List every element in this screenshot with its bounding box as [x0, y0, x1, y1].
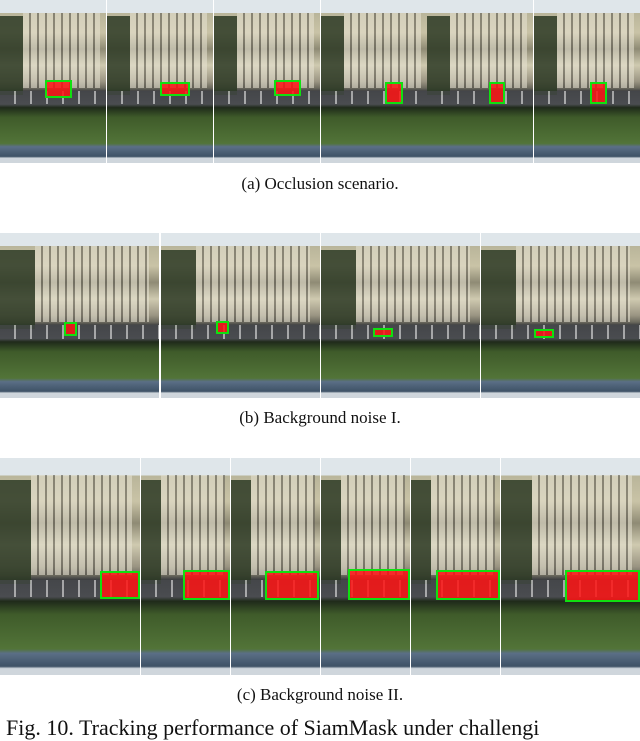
video-frame: [321, 0, 427, 163]
bldg: [195, 246, 311, 323]
trees: [0, 16, 24, 95]
video-frame: [481, 233, 640, 398]
bldg: [34, 246, 150, 323]
trees: [321, 479, 341, 584]
road: [214, 91, 320, 105]
caption-a: (a) Occlusion scenario.: [241, 174, 399, 193]
video-frame: [141, 458, 230, 675]
tracking-mask-box: [216, 321, 229, 334]
trees: [214, 16, 238, 95]
trees: [427, 16, 451, 95]
road: [321, 91, 427, 105]
tracking-mask-box: [565, 570, 640, 602]
tracking-mask-box: [348, 569, 410, 600]
video-frame: [321, 233, 480, 398]
bldg: [430, 475, 495, 576]
video-frame: [501, 458, 640, 675]
tracking-mask-box: [160, 82, 190, 96]
video-frame: [214, 0, 320, 163]
road: [321, 325, 480, 339]
tracking-mask-box: [534, 329, 554, 338]
trees: [0, 249, 35, 329]
trees: [501, 479, 532, 584]
caption-b: (b) Background noise I.: [239, 408, 401, 427]
trees: [141, 479, 161, 584]
trees: [411, 479, 431, 584]
trees: [481, 249, 516, 329]
video-frame: [321, 458, 410, 675]
trees: [0, 479, 31, 584]
road: [161, 325, 320, 339]
tracking-mask-box: [64, 322, 77, 336]
tracking-mask-box: [45, 80, 72, 98]
bldg: [557, 13, 634, 88]
trees: [107, 16, 131, 95]
tracking-mask-box: [265, 571, 319, 600]
video-frame: [0, 458, 140, 675]
occlusion-row: [0, 0, 640, 163]
tracking-mask-box: [183, 570, 230, 600]
background-noise-1-row: [0, 233, 640, 398]
trees: [321, 16, 345, 95]
bldg: [30, 475, 132, 576]
tracking-mask-box: [373, 328, 393, 337]
video-frame: [107, 0, 213, 163]
bldg: [515, 246, 631, 323]
bldg: [450, 13, 527, 88]
figure-caption: Fig. 10. Tracking performance of SiamMas…: [6, 715, 540, 740]
road: [481, 325, 640, 339]
video-frame: [411, 458, 500, 675]
bldg: [531, 475, 632, 576]
video-frame: [0, 233, 159, 398]
tracking-mask-box: [489, 82, 505, 104]
tracking-mask-box: [274, 80, 301, 96]
caption-c: (c) Background noise II.: [236, 685, 404, 704]
bldg: [23, 13, 100, 88]
trees: [161, 249, 196, 329]
trees: [231, 479, 251, 584]
bldg: [237, 13, 314, 88]
video-frame: [0, 0, 106, 163]
trees: [321, 249, 356, 329]
video-frame: [161, 233, 320, 398]
video-frame: [534, 0, 640, 163]
bldg: [250, 475, 315, 576]
tracking-mask-box: [590, 82, 607, 104]
bldg: [355, 246, 471, 323]
road: [0, 325, 159, 339]
tracking-mask-box: [385, 82, 403, 104]
bldg: [130, 13, 207, 88]
video-frame: [231, 458, 320, 675]
background-noise-2-row: [0, 458, 640, 675]
trees: [534, 16, 558, 95]
tracking-mask-box: [100, 571, 140, 599]
video-frame: [427, 0, 533, 163]
road: [427, 91, 533, 105]
bldg: [340, 475, 405, 576]
bldg: [160, 475, 225, 576]
bldg: [344, 13, 421, 88]
tracking-mask-box: [436, 570, 500, 600]
road: [534, 91, 640, 105]
